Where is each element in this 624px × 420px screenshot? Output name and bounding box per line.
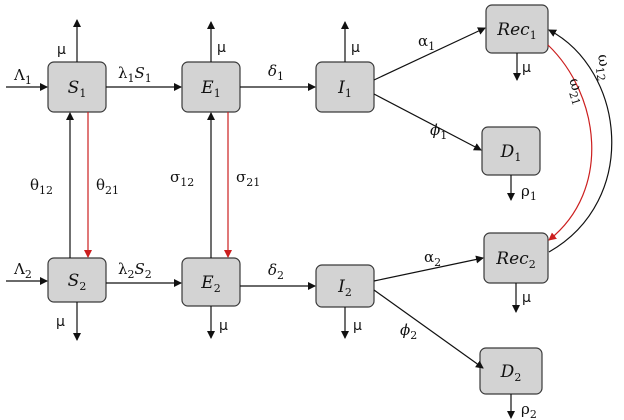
node-S1: S1 <box>68 78 87 100</box>
node-S2: S2 <box>68 271 87 293</box>
label-mu-S2: μ <box>56 314 65 330</box>
label-mu-E2: μ <box>219 318 228 334</box>
node-E1: E1 <box>200 78 220 100</box>
label-mu-Rec1: μ <box>522 60 531 76</box>
label-rho2: ρ2 <box>521 400 537 420</box>
label-mu-I2: μ <box>353 318 362 334</box>
arrow-I2-Rec2 <box>373 255 484 282</box>
label-sigma21: σ21 <box>236 168 260 189</box>
label-lambda1: Λ1 <box>13 66 32 87</box>
label-theta12: θ12 <box>30 176 53 197</box>
node-Rec2: Rec2 <box>495 249 535 271</box>
svg-text:ω12: ω12 <box>591 53 615 82</box>
node-E2: E2 <box>200 273 220 295</box>
label-omega12: ω12 <box>591 53 615 82</box>
label-mu-E1: μ <box>217 40 226 56</box>
label-mu-S1: μ <box>57 42 66 58</box>
label-phi1: ϕ1 <box>430 121 447 142</box>
node-D1: D1 <box>500 142 522 164</box>
label-mu-Rec2: μ <box>522 290 531 306</box>
label-sigma12: σ12 <box>170 168 194 189</box>
label-alpha2: α2 <box>424 248 441 269</box>
node-Rec1: Rec1 <box>496 20 536 42</box>
label-alpha1: α1 <box>418 32 435 53</box>
label-omega21: ω21 <box>562 76 590 107</box>
arrow-I2-D2 <box>373 289 484 369</box>
label-phi2: ϕ2 <box>400 321 417 342</box>
node-I2: I2 <box>337 277 352 299</box>
node-I1: I1 <box>337 78 352 100</box>
arrow-Rec1-Rec2 <box>547 44 593 241</box>
label-mu-I1: μ <box>351 40 360 56</box>
label-delta1: δ1 <box>268 62 284 83</box>
svg-text:ω21: ω21 <box>562 76 590 107</box>
label-infection2: λ2S2 <box>118 260 152 281</box>
label-infection1: λ1S1 <box>118 64 152 85</box>
arrow-I1-D1 <box>373 93 482 151</box>
label-rho1: ρ1 <box>521 182 537 203</box>
node-D2: D2 <box>500 362 522 384</box>
label-theta21: θ21 <box>96 176 119 197</box>
label-delta2: δ2 <box>268 261 284 282</box>
label-lambda2: Λ2 <box>13 260 32 281</box>
arrow-I1-Rec1 <box>373 27 486 81</box>
arrow-Rec2-Rec1 <box>548 29 613 253</box>
